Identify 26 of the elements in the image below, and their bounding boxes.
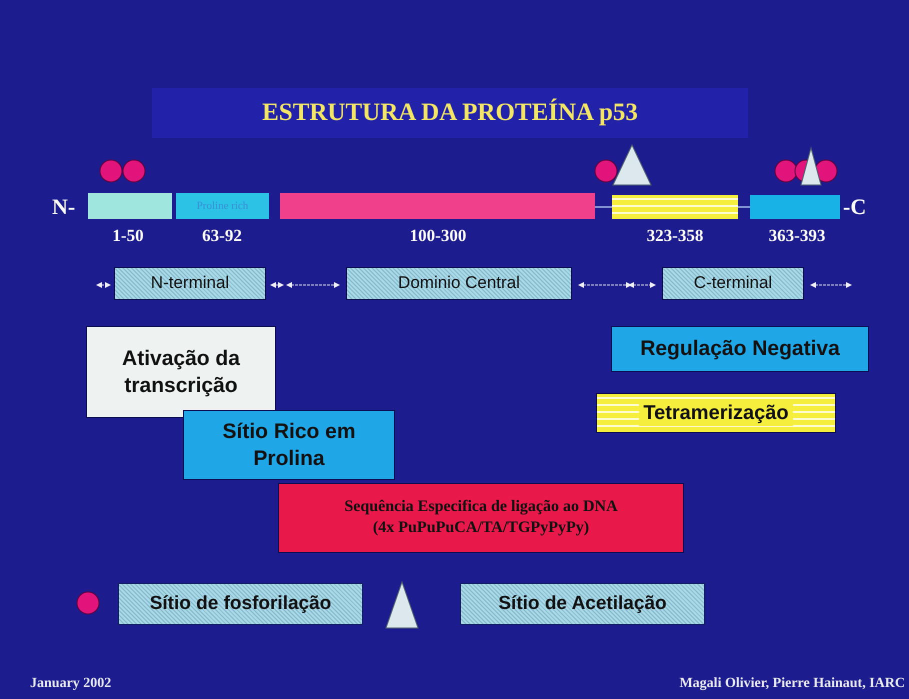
- range-label: 363-393: [768, 226, 826, 247]
- date-text: January 2002: [30, 676, 112, 692]
- function-box: Ativação da transcrição: [86, 326, 276, 418]
- author-text: Magali Olivier, Pierre Hainaut, IARC: [678, 676, 905, 692]
- terminus-label: -C: [843, 194, 868, 220]
- domain-bar: [88, 193, 172, 219]
- function-box: Tetramerização: [596, 393, 836, 433]
- terminus-label: N-: [52, 194, 76, 220]
- region-box: C-terminal: [662, 267, 804, 300]
- domain-bar: [280, 193, 595, 219]
- range-label: 323-358: [646, 226, 704, 247]
- function-box: Regulação Negativa: [611, 326, 869, 372]
- region-box: N-terminal: [114, 267, 266, 300]
- region-box: Dominio Central: [346, 267, 572, 300]
- connector-line: [595, 206, 612, 208]
- domain-bar: [612, 195, 738, 219]
- function-box: Sítio Rico em Prolina: [183, 410, 395, 480]
- legend-text: Sítio de Acetilação: [460, 583, 705, 625]
- domain-bar: [750, 195, 840, 219]
- title: ESTRUTURA DA PROTEÍNA p53: [152, 88, 748, 138]
- range-label: 100-300: [408, 226, 468, 247]
- function-box: Sequência Especifica de ligação ao DNA (4x PuPuPuCA/TA/TGPyPyPy): [278, 483, 684, 553]
- legend-text: Sítio de fosforilação: [118, 583, 363, 625]
- connector-line: [738, 206, 750, 208]
- range-label: 63-92: [201, 226, 243, 247]
- range-label: 1-50: [111, 226, 145, 247]
